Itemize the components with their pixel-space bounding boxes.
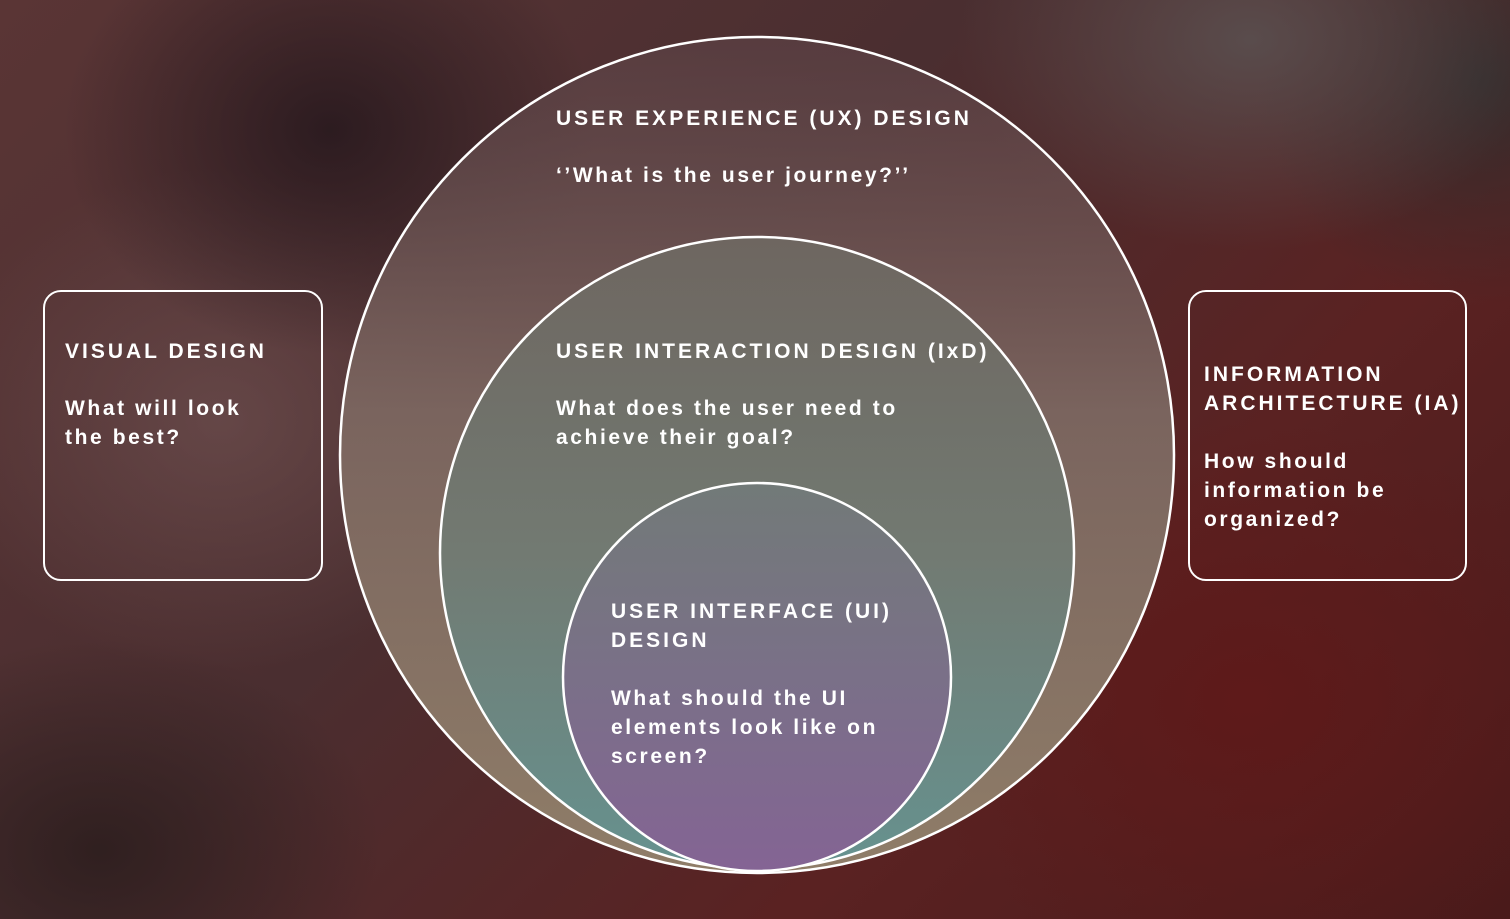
ixd-question-line1: What does the user need to	[556, 397, 898, 420]
ia-question-line2: information be	[1204, 479, 1387, 502]
ixd-question-line2: achieve their goal?	[556, 426, 796, 449]
visual-design-box	[43, 290, 323, 581]
ui-question-line3: screen?	[611, 745, 710, 768]
ia-question-line3: organized?	[1204, 508, 1343, 531]
ui-title-line1: USER INTERFACE (UI)	[611, 600, 893, 623]
visual-question-line2: the best?	[65, 426, 182, 449]
ia-title-line1: INFORMATION	[1204, 363, 1384, 386]
ui-title-line2: DESIGN	[611, 629, 710, 652]
ui-question-line1: What should the UI	[611, 687, 848, 710]
ia-title-line2: ARCHITECTURE (IA)	[1204, 392, 1462, 415]
ixd-title: USER INTERACTION DESIGN (IxD)	[556, 340, 990, 363]
ux-title: USER EXPERIENCE (UX) DESIGN	[556, 107, 972, 130]
visual-question-line1: What will look	[65, 397, 242, 420]
visual-title: VISUAL DESIGN	[65, 340, 267, 363]
ux-question: ‘’What is the user journey?’’	[556, 164, 911, 187]
ia-question-line1: How should	[1204, 450, 1349, 473]
ui-circle	[561, 481, 953, 873]
ui-question-line2: elements look like on	[611, 716, 878, 739]
information-architecture-box	[1188, 290, 1467, 581]
